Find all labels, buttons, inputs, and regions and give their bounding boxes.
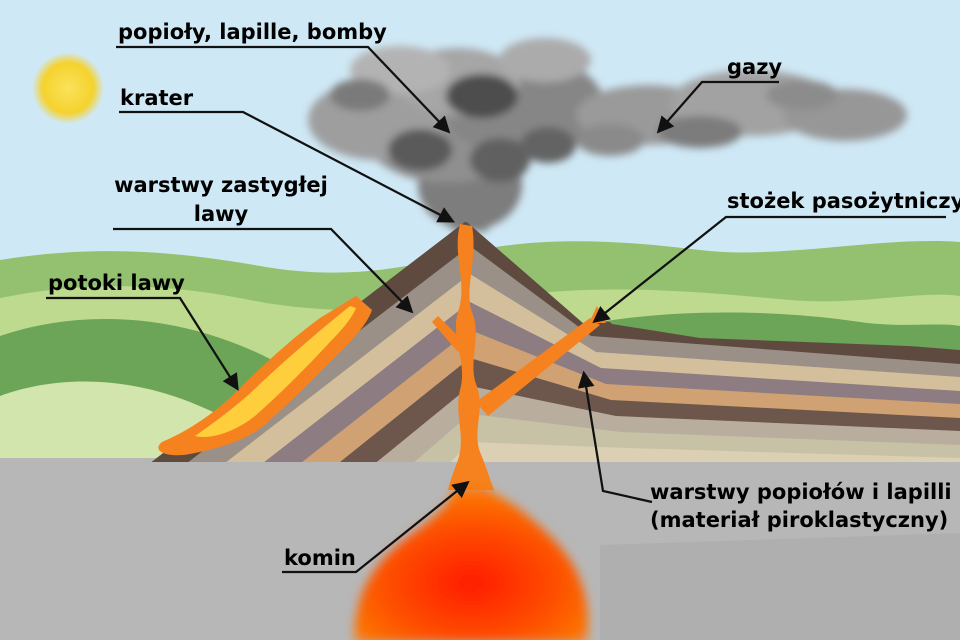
pointer-line-crater (119, 110, 455, 223)
pointer-line-parasitic-cone (592, 215, 946, 324)
label-crater: krater (120, 86, 194, 110)
magma-conduit (432, 224, 600, 490)
pointer-lines (46, 45, 946, 574)
label-pyroclastic: warstwy popiołów i lapilli (materiał pir… (650, 478, 952, 534)
pointer-line-frozen-lava (113, 227, 414, 314)
label-chimney: komin (284, 546, 356, 570)
pointer-line-pyroclastic (577, 370, 653, 504)
label-gases: gazy (727, 55, 783, 79)
label-frozen-lava: warstwy zastygłej lawy (108, 171, 334, 229)
label-lava-flows: potoki lawy (48, 271, 185, 295)
pointer-line-gases (656, 80, 779, 134)
pointer-line-chimney (282, 480, 470, 574)
label-pyroclastic-line1: warstwy popiołów i lapilli (650, 480, 952, 504)
lava-flow (158, 296, 372, 456)
label-parasitic-cone: stożek pasożytniczy (727, 189, 960, 213)
label-pyroclastic-line2: (materiał piroklastyczny) (650, 508, 949, 532)
ash-cloud (308, 38, 907, 232)
volcano-strata (150, 222, 960, 462)
magma-chamber (354, 487, 589, 640)
label-ash: popioły, lapille, bomby (118, 20, 387, 44)
label-frozen-lava-line1: warstwy zastygłej (114, 173, 328, 197)
pointer-line-lava-flows (46, 296, 239, 391)
label-frozen-lava-line2: lawy (193, 202, 249, 226)
ground-lower-band (600, 533, 960, 640)
pointer-line-ash (116, 45, 451, 134)
sun (32, 52, 104, 124)
